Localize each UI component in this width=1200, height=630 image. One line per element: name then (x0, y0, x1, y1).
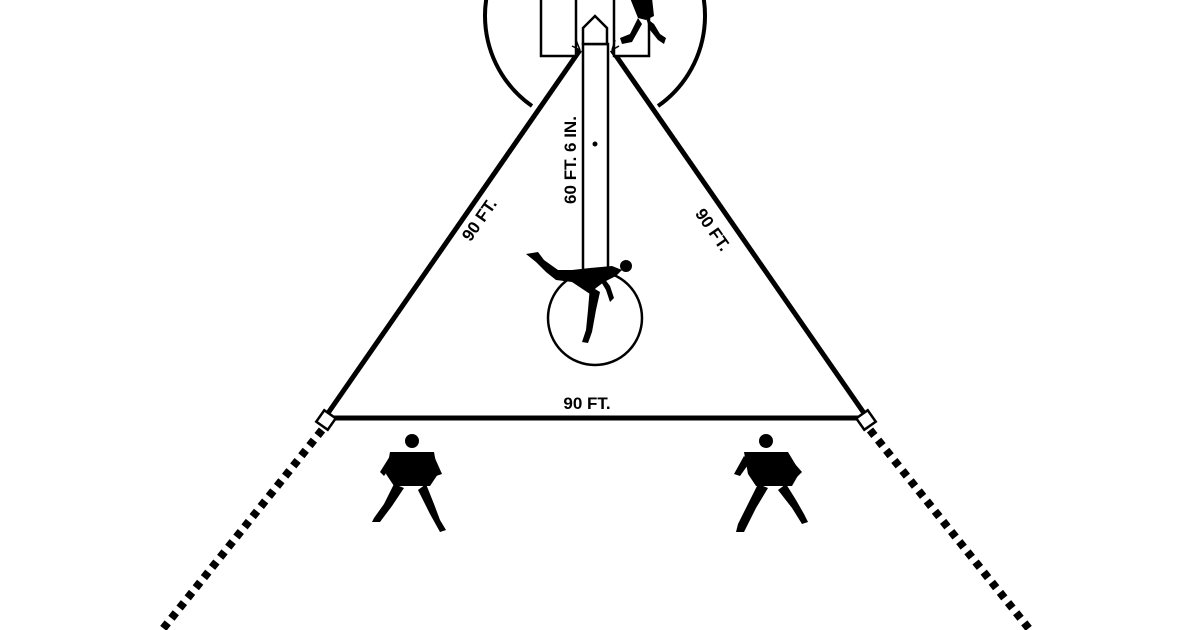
home-plate-ticks (571, 39, 620, 51)
home-plate (581, 14, 609, 46)
batter-silhouette (620, 0, 666, 44)
left-foul-line-extension (158, 427, 326, 630)
pitching-distance-label: 60 FT. 6 IN. (561, 116, 580, 204)
first-baseman-silhouette (734, 434, 808, 532)
third-base (314, 408, 338, 432)
first-base (854, 408, 878, 432)
first-base-line (609, 48, 869, 418)
third-baseman-silhouette (372, 434, 446, 532)
right-foul-line-extension (866, 427, 1034, 630)
third-base-line (323, 48, 583, 418)
left-batters-box (539, 0, 578, 58)
pitcher-silhouette (526, 252, 632, 343)
lane-dot (592, 141, 598, 147)
home-plate-circle (483, 0, 707, 108)
base-to-base-label: 90 FT. (563, 394, 610, 413)
pitching-lane (581, 42, 610, 272)
